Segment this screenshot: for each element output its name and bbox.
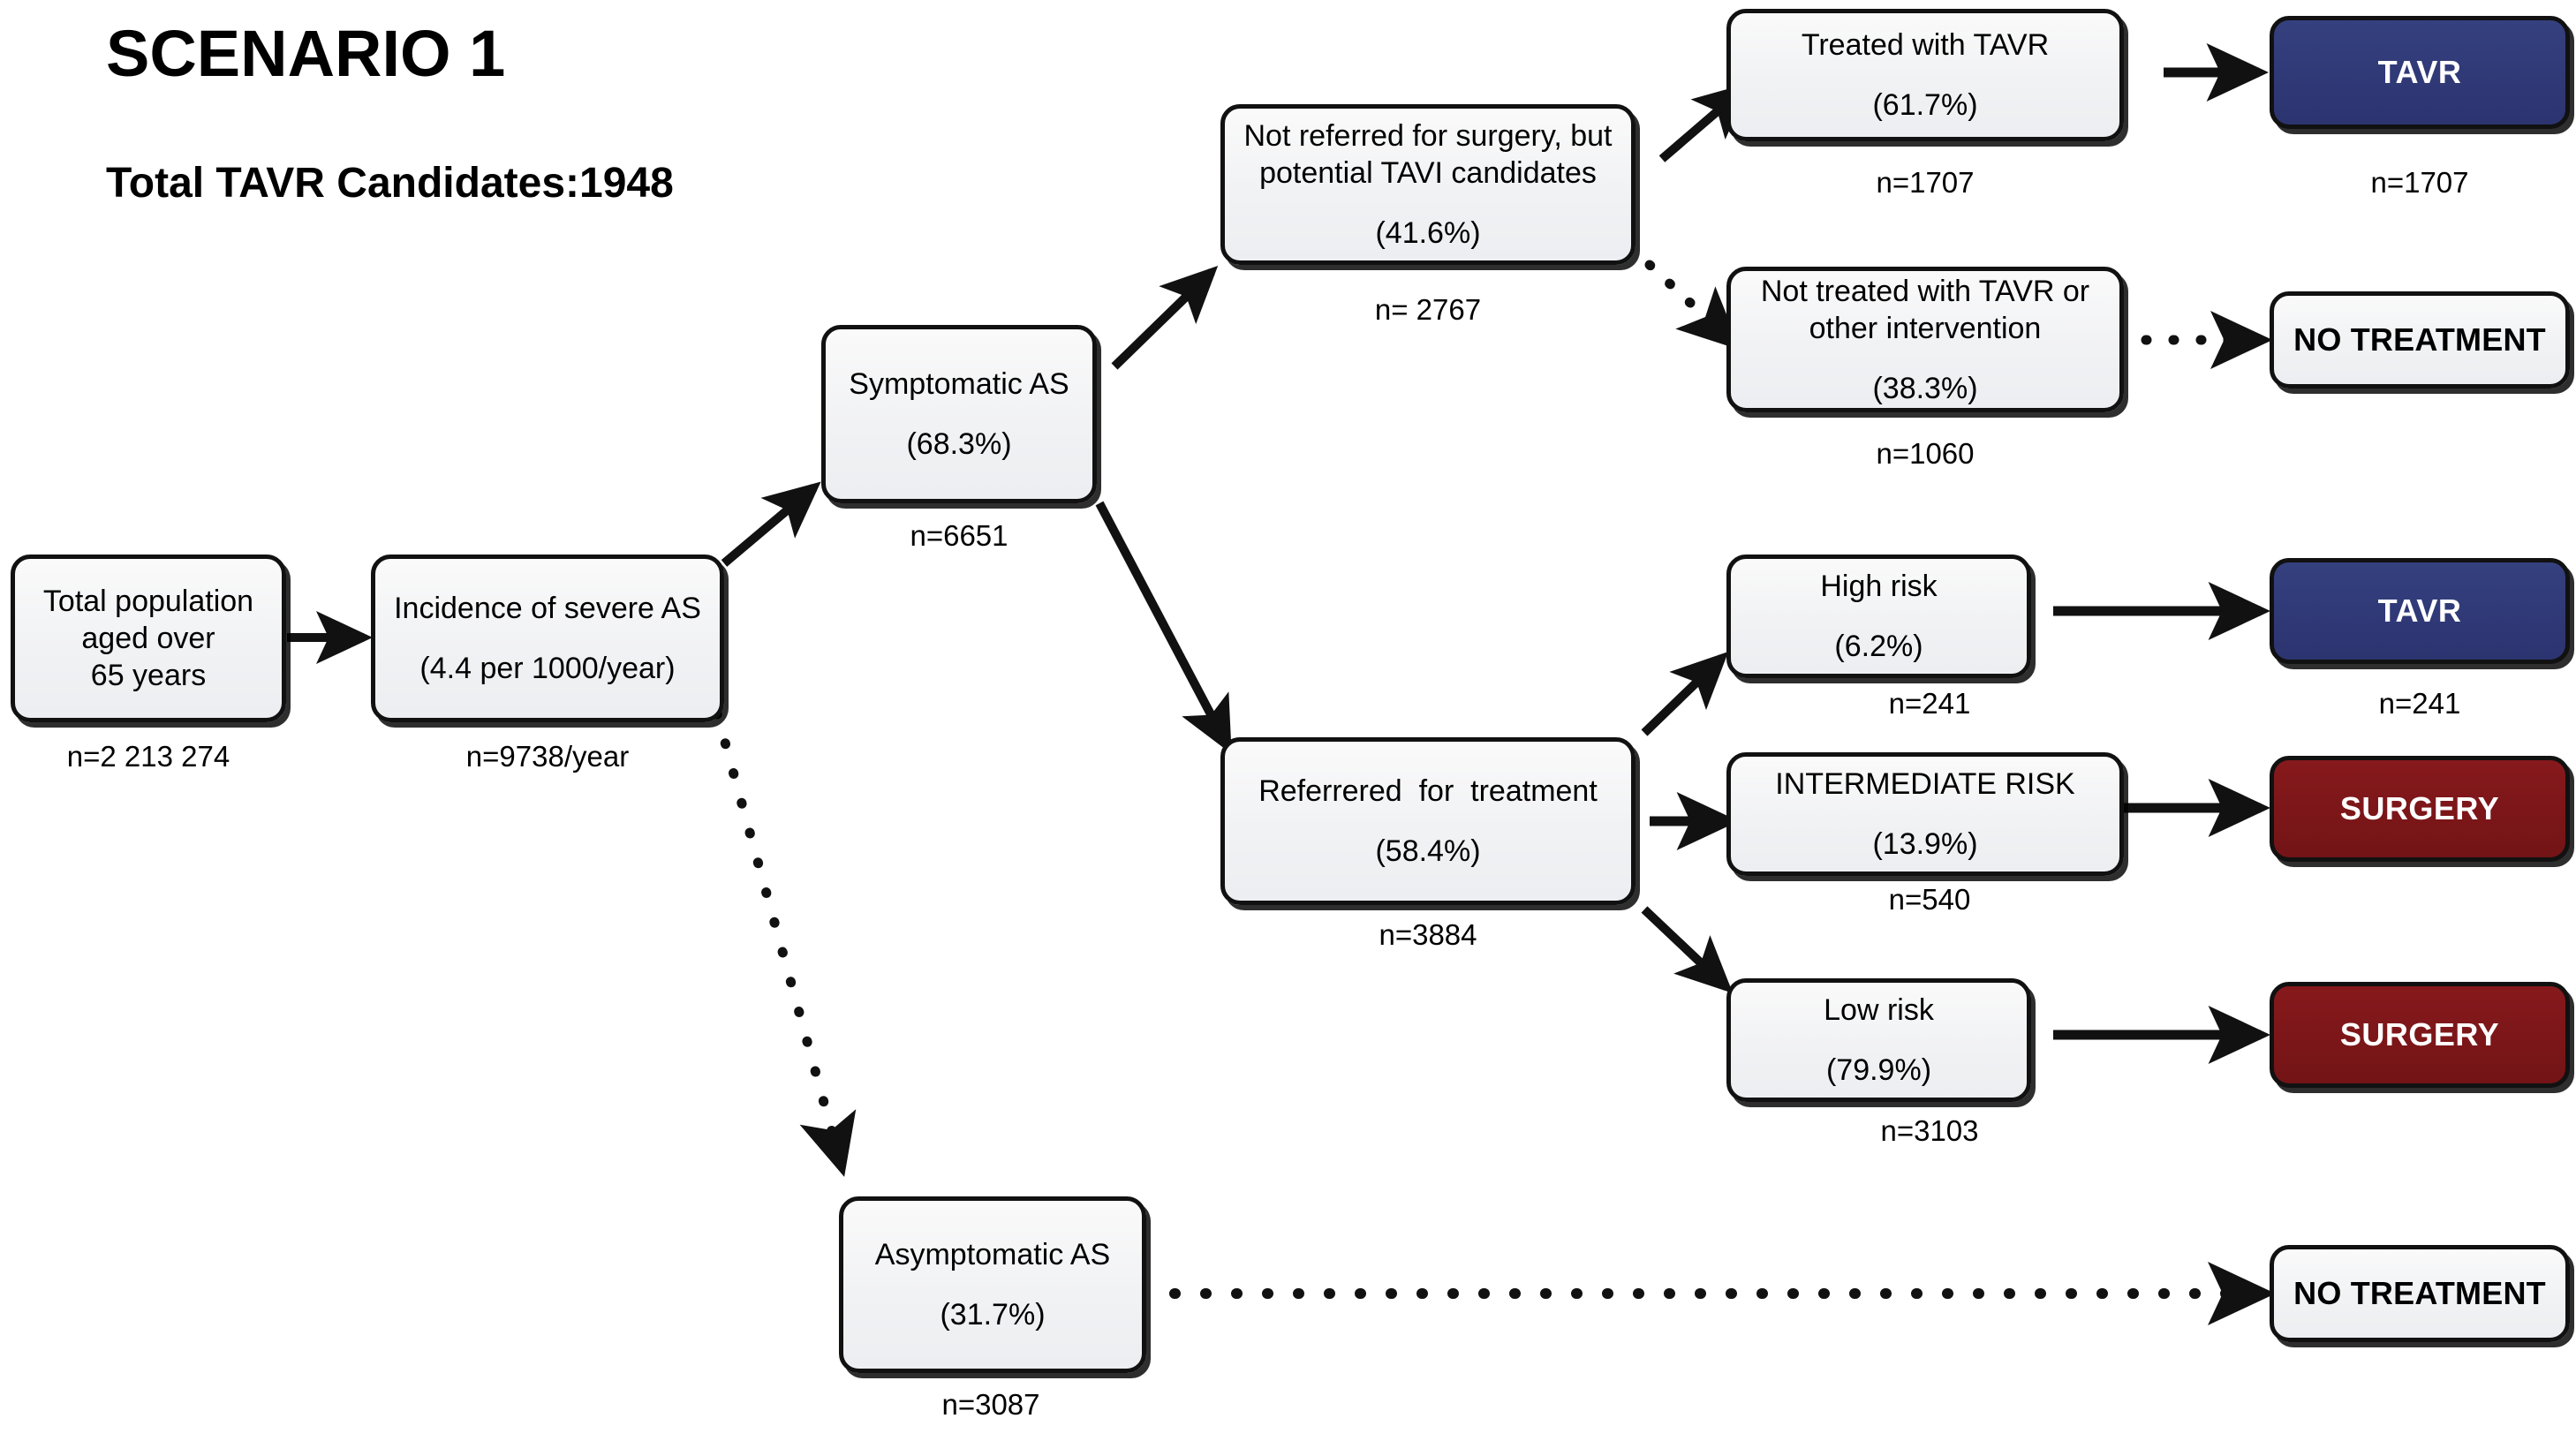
edge-symptomatic-to-referred: [1095, 501, 1232, 754]
caption-incidence: n=9738/year: [465, 740, 630, 773]
outcome-tavr-mid-label: TAVR: [2377, 592, 2462, 629]
node-low-risk-value: (79.9%): [1825, 1053, 1932, 1087]
node-symptomatic-as[interactable]: Symptomatic AS (68.3%): [821, 325, 1097, 503]
caption-symptomatic: n=6651: [910, 519, 1008, 552]
node-not-treated-tavr[interactable]: Not treated with TAVR or other intervent…: [1726, 267, 2124, 412]
outcome-tavr-top-label: TAVR: [2377, 54, 2462, 90]
caption-outcome-tavr-mid: n=241: [2378, 687, 2461, 720]
node-high-risk-label: High risk: [1820, 570, 1938, 603]
caption-low-risk: n=3103: [1880, 1114, 1979, 1147]
node-intermediate-risk[interactable]: INTERMEDIATE RISK (13.9%): [1726, 752, 2124, 876]
node-treated-tavr-label: Treated with TAVR: [1801, 28, 2050, 62]
node-treated-with-tavr[interactable]: Treated with TAVR (61.7%): [1726, 9, 2124, 141]
node-asymptomatic-value: (31.7%): [940, 1298, 1046, 1332]
caption-not-referred: n= 2767: [1374, 293, 1482, 326]
node-incidence-label: Incidence of severe AS: [394, 592, 701, 625]
caption-referred: n=3884: [1379, 918, 1477, 951]
outcome-tavr-mid[interactable]: TAVR: [2270, 558, 2570, 664]
node-symptomatic-value: (68.3%): [906, 427, 1012, 461]
node-not-treated-value: (38.3%): [1872, 371, 1978, 405]
caption-not-treated: n=1060: [1876, 437, 1975, 470]
caption-high-risk: n=241: [1888, 687, 1971, 720]
node-treated-tavr-value: (61.7%): [1872, 88, 1978, 122]
node-low-risk[interactable]: Low risk (79.9%): [1726, 978, 2031, 1102]
outcome-no-treatment-top-label: NO TREATMENT: [2293, 321, 2546, 358]
node-not-referred-surgery[interactable]: Not referred for surgery, but potential …: [1220, 104, 1635, 265]
caption-asymptomatic: n=3087: [941, 1388, 1040, 1421]
node-low-risk-label: Low risk: [1824, 993, 1934, 1027]
page-title: SCENARIO 1: [106, 17, 506, 90]
outcome-tavr-top[interactable]: TAVR: [2270, 16, 2570, 129]
node-not-referred-label: Not referred for surgery, but potential …: [1243, 119, 1613, 190]
edge-incidence-to-asymptomatic: [712, 708, 857, 1177]
outcome-surgery-low-label: SURGERY: [2339, 1016, 2500, 1052]
node-not-referred-value: (41.6%): [1375, 216, 1481, 250]
node-high-risk-value: (6.2%): [1834, 630, 1923, 663]
node-incidence-value: (4.4 per 1000/year): [419, 652, 676, 685]
caption-treated-tavr: n=1707: [1876, 166, 1975, 199]
outcome-surgery-low[interactable]: SURGERY: [2270, 982, 2570, 1088]
node-intermediate-risk-label: INTERMEDIATE RISK: [1775, 767, 2075, 801]
node-not-treated-label: Not treated with TAVR or other intervent…: [1760, 274, 2090, 345]
edge-symptomatic-to-not-referred: [1111, 266, 1219, 370]
caption-intermediate-risk: n=540: [1888, 883, 1971, 916]
node-asymptomatic-label: Asymptomatic AS: [874, 1238, 1111, 1271]
outcome-no-treatment-bottom-label: NO TREATMENT: [2293, 1275, 2546, 1311]
edge-referred-to-low-risk: [1641, 906, 1734, 993]
node-asymptomatic-as[interactable]: Asymptomatic AS (31.7%): [839, 1196, 1146, 1373]
node-referred-value: (58.4%): [1375, 834, 1481, 868]
page-subtitle: Total TAVR Candidates:1948: [106, 160, 674, 207]
edge-incidence-to-symptomatic: [721, 481, 821, 567]
outcome-no-treatment-top[interactable]: NO TREATMENT: [2270, 291, 2570, 389]
outcome-surgery-mid-label: SURGERY: [2339, 790, 2500, 826]
outcome-no-treatment-bottom[interactable]: NO TREATMENT: [2270, 1245, 2570, 1342]
node-referred-treatment[interactable]: Referrered for treatment (58.4%): [1220, 737, 1635, 905]
caption-outcome-tavr-top: n=1707: [2370, 166, 2469, 199]
node-symptomatic-label: Symptomatic AS: [849, 367, 1069, 401]
outcome-surgery-mid[interactable]: SURGERY: [2270, 756, 2570, 862]
edge-not-referred-to-not-treated: [1644, 260, 1741, 351]
node-total-population[interactable]: Total population aged over 65 years: [11, 555, 286, 722]
node-intermediate-risk-value: (13.9%): [1872, 827, 1978, 861]
node-total-population-label: Total population aged over 65 years: [42, 585, 254, 692]
edge-referred-to-high-risk: [1641, 652, 1729, 736]
node-incidence-severe-as[interactable]: Incidence of severe AS (4.4 per 1000/yea…: [371, 555, 724, 722]
caption-total-population: n=2 213 274: [66, 740, 230, 773]
node-high-risk[interactable]: High risk (6.2%): [1726, 555, 2031, 678]
node-referred-label: Referrered for treatment: [1258, 774, 1598, 808]
